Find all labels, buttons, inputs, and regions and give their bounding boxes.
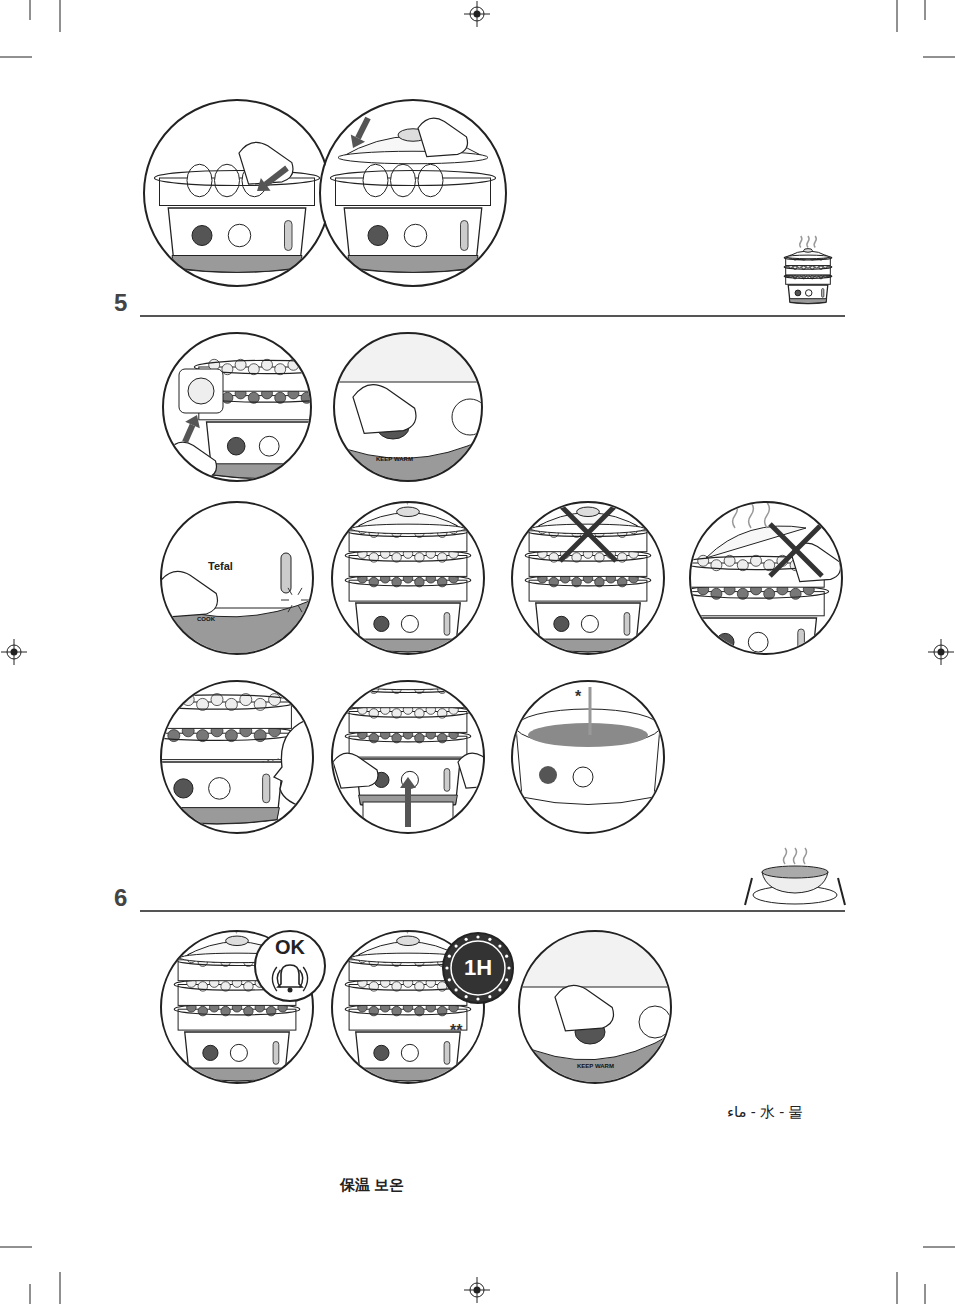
control-label: KEEP WARM xyxy=(577,1063,614,1070)
section-number: 5 xyxy=(114,290,127,316)
note-text: ماء - 水 - 물 xyxy=(727,1104,803,1121)
step-illustration xyxy=(332,903,484,1083)
arrow-head xyxy=(351,135,365,148)
step-illustration xyxy=(328,327,488,487)
step-illustration xyxy=(332,474,484,654)
prohibit-cross xyxy=(770,524,822,576)
control-label: COOK xyxy=(197,616,215,623)
step-illustration xyxy=(144,100,330,286)
arrow-head xyxy=(400,777,416,788)
steamer-figure xyxy=(784,236,832,303)
steamer-figure xyxy=(155,164,320,272)
crop-mark xyxy=(923,1247,955,1248)
arrow-shaft xyxy=(185,425,193,442)
badge-graphic xyxy=(442,932,514,1004)
brand-mark: Tefal xyxy=(208,560,233,572)
hand-figure xyxy=(555,985,614,1030)
steamer-figure xyxy=(174,903,299,1081)
crop-mark xyxy=(925,1284,926,1304)
crop-mark xyxy=(923,57,955,58)
arrow-head xyxy=(185,415,200,428)
step-illustration xyxy=(512,681,664,833)
crop-mark xyxy=(60,1272,61,1304)
control-label: KEEP WARM xyxy=(376,456,413,463)
hand-figure xyxy=(239,142,293,184)
prohibit-cross xyxy=(560,505,616,561)
crop-mark xyxy=(897,0,898,32)
footnote-marker: * xyxy=(575,688,581,706)
steamer-figure xyxy=(331,129,496,273)
section-number: 6 xyxy=(114,885,127,911)
step-illustration xyxy=(138,681,315,833)
registration-mark xyxy=(464,1277,490,1303)
step-illustration xyxy=(332,663,503,842)
steamer-figure xyxy=(345,474,470,652)
crop-mark xyxy=(925,0,926,20)
crop-mark xyxy=(60,0,61,32)
badge-text: OK xyxy=(275,936,305,959)
steamer-figure xyxy=(525,507,650,652)
steamer-figure xyxy=(345,903,470,1081)
section-rule xyxy=(140,315,845,317)
crop-mark xyxy=(0,1247,32,1248)
step-illustration xyxy=(683,502,842,675)
arrow-shaft xyxy=(266,168,287,184)
registration-mark xyxy=(928,639,954,665)
prohibit-cross xyxy=(560,505,616,561)
badge-graphic xyxy=(254,930,326,1002)
step-illustration xyxy=(515,927,675,1087)
arrow-shaft xyxy=(358,118,368,138)
section-rule xyxy=(140,910,845,912)
hand-figure xyxy=(418,118,468,156)
registration-mark xyxy=(1,639,27,665)
step-illustration xyxy=(157,498,317,658)
registration-mark xyxy=(464,1,490,27)
arrow-head xyxy=(257,178,271,191)
arrow-shaft xyxy=(405,788,411,827)
crop-mark xyxy=(0,57,32,58)
note-text: 保温 보온 xyxy=(340,1177,404,1194)
footnote-marker: ** xyxy=(450,1022,462,1040)
prohibit-cross xyxy=(770,524,822,576)
crop-mark xyxy=(30,1284,31,1304)
section-icon xyxy=(784,236,832,303)
step-illustration xyxy=(161,903,313,1083)
step-illustration xyxy=(320,100,506,286)
crop-mark xyxy=(30,0,31,20)
timer-badge: 1H xyxy=(442,932,514,1004)
badge-text: 1H xyxy=(464,955,492,981)
crop-mark xyxy=(897,1272,898,1304)
hand-figure xyxy=(353,385,416,434)
step-illustration xyxy=(512,502,664,654)
done-badge: OK xyxy=(254,930,326,1002)
section-icon xyxy=(745,848,845,905)
step-illustration xyxy=(163,333,340,481)
hand-figure xyxy=(333,753,378,788)
